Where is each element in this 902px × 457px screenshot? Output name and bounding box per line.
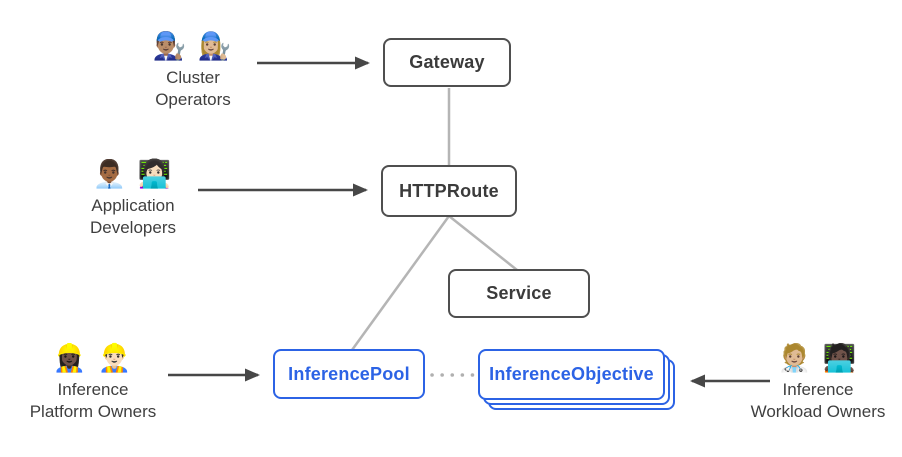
edge-httproute-service bbox=[448, 215, 518, 271]
service-label: Service bbox=[486, 283, 552, 303]
inference-workload-owners-label-line2: Workload Owners bbox=[750, 402, 886, 421]
application-developers-emoji-icon: 👨🏾‍💼 👩🏻‍💻 bbox=[92, 159, 174, 189]
application-developers-label-line2: Developers bbox=[90, 218, 176, 237]
inference-pool-label: InferencePool bbox=[288, 363, 410, 384]
httproute-node: HTTPRoute bbox=[381, 165, 517, 217]
persona-application-developers: 👨🏾‍💼 👩🏻‍💻 Application Developers bbox=[53, 156, 213, 239]
cluster-operators-label-line2: Operators bbox=[155, 90, 231, 109]
gateway-label: Gateway bbox=[409, 52, 485, 72]
inference-workload-owners-label-line1: Inference bbox=[782, 380, 854, 399]
inference-workload-owners-emoji-icon: 🧑🏼‍⚕️ 🧑🏿‍💻 bbox=[777, 343, 859, 373]
application-developers-label-line1: Application bbox=[91, 196, 175, 215]
inference-platform-owners-label-line2: Platform Owners bbox=[29, 402, 157, 421]
inference-pool-node: InferencePool bbox=[273, 349, 425, 399]
cluster-operators-emoji-icon: 👨🏽‍🔧 👩🏼‍🔧 bbox=[152, 31, 234, 61]
persona-inference-platform-owners: 👷🏿‍♀️ 👷🏻‍♂️ Inference Platform Owners bbox=[0, 340, 186, 423]
service-node: Service bbox=[448, 269, 590, 318]
httproute-label: HTTPRoute bbox=[399, 180, 499, 201]
persona-cluster-operators: 👨🏽‍🔧 👩🏼‍🔧 Cluster Operators bbox=[113, 28, 273, 111]
gateway-node: Gateway bbox=[383, 38, 511, 87]
cluster-operators-label-line1: Cluster bbox=[166, 68, 220, 87]
inference-platform-owners-label-line1: Inference bbox=[57, 380, 129, 399]
inference-objective-label: InferenceObjective bbox=[489, 364, 654, 384]
inference-platform-owners-emoji-icon: 👷🏿‍♀️ 👷🏻‍♂️ bbox=[52, 343, 134, 373]
persona-inference-workload-owners: 🧑🏼‍⚕️ 🧑🏿‍💻 Inference Workload Owners bbox=[725, 340, 902, 423]
edge-httproute-inferencepool bbox=[350, 215, 451, 351]
inference-objective-node: InferenceObjective bbox=[478, 349, 665, 400]
